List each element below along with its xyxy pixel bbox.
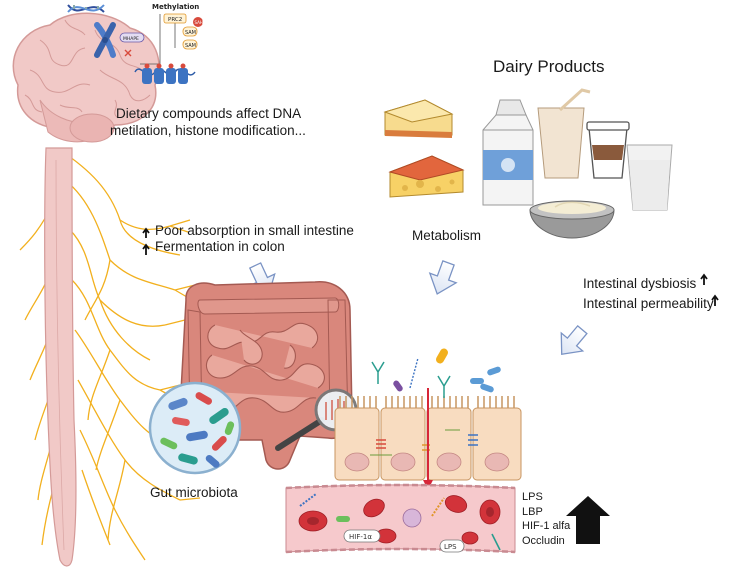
coffee-cup-icon	[586, 121, 630, 179]
methylation-pathway: PRC2 SAM SAM SAH MHAPE	[119, 13, 203, 65]
marker-lbp: LBP	[522, 505, 543, 518]
microbiota-label: Gut microbiota	[150, 485, 238, 500]
epigenetics-caption-line2: metilation, histone modification...	[110, 123, 306, 138]
blood-vessel: HIF-1α LPS	[285, 483, 516, 554]
sam-label-2: SAM	[185, 43, 196, 49]
yogurt-bowl-icon	[529, 200, 615, 239]
mhape-label: MHAPE	[123, 36, 139, 42]
absorption-line2: Fermentation in colon	[155, 239, 285, 254]
dairy-products	[383, 88, 673, 239]
up-arrow-absorption-icon	[142, 227, 150, 238]
dairy-title: Dairy Products	[493, 57, 605, 76]
cell-nuclei	[344, 452, 510, 472]
milkshake-glass-icon	[537, 88, 591, 179]
marker-occludin: Occludin	[522, 534, 565, 547]
arrow-dysbiosis-down-icon	[560, 324, 588, 356]
sah-label: SAH	[195, 20, 203, 25]
lumen-molecules	[371, 348, 501, 398]
up-arrow-fermentation-icon	[142, 243, 150, 255]
sam-label-1: SAM	[185, 30, 196, 36]
arrow-metabolism-down-icon	[428, 260, 458, 295]
nervous-system	[19, 147, 201, 567]
dysbiosis-line1: Intestinal dysbiosis	[583, 276, 697, 291]
marker-list: LPS LBP HIF-1 alfa Occludin	[522, 490, 570, 548]
epithelium	[334, 348, 522, 481]
up-arrow-permeability-icon	[711, 294, 719, 306]
marker-lps: LPS	[522, 491, 543, 503]
milk-glass-icon	[626, 144, 673, 211]
epigenetics-caption-line1: Dietary compounds affect DNA	[116, 106, 302, 121]
cheese-holes-icon	[388, 155, 465, 198]
milk-carton-icon	[482, 99, 534, 206]
big-up-arrow-icon	[566, 496, 610, 544]
vessel-tag-hif1a: HIF-1α	[349, 533, 372, 541]
brain	[12, 12, 160, 143]
dysbiosis-line2: Intestinal permeability	[583, 296, 714, 311]
nucleosome-chain-icon	[134, 63, 196, 84]
marker-hif1-alfa: HIF-1 alfa	[522, 520, 571, 532]
dna-helix-icon	[67, 4, 105, 13]
up-arrow-dysbiosis-icon	[700, 273, 708, 285]
methylation-header: Methylation	[152, 3, 199, 11]
tight-junctions	[370, 429, 478, 456]
cheese-wedge-icon	[383, 99, 454, 138]
microvilli	[339, 396, 515, 408]
chromosome-icon	[94, 22, 116, 58]
epigenetics-inset: Methylation PRC2 SAM SAM SAH MHAPE	[67, 3, 203, 84]
bacteria-cluster-icon	[160, 392, 235, 468]
microbiota-inset	[148, 381, 242, 475]
prc2-label: PRC2	[168, 17, 182, 23]
spinal-cord	[44, 147, 77, 567]
absorption-line1: Poor absorption in small intestine	[155, 223, 354, 238]
red-blood-cells	[298, 495, 501, 545]
vessel-tag-lps: LPS	[444, 543, 457, 551]
metabolism-label: Metabolism	[412, 228, 482, 243]
